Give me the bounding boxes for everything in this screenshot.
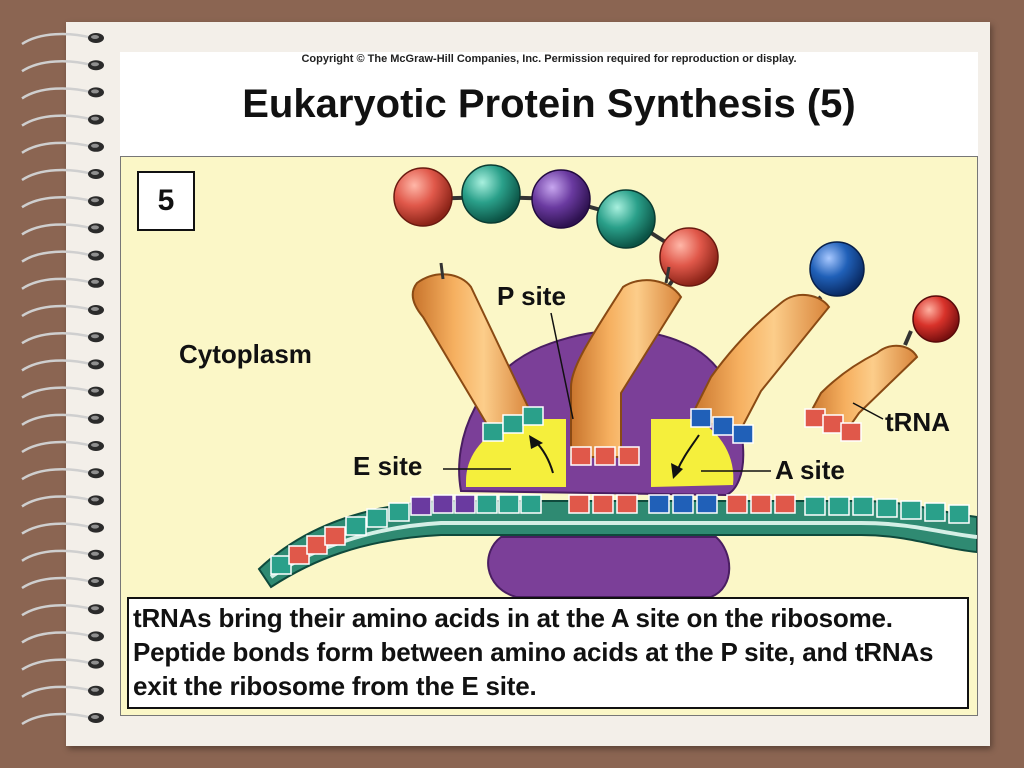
trna-label: tRNA: [885, 407, 950, 437]
diagram-caption: tRNAs bring their amino acids in at the …: [127, 597, 969, 709]
spiral-ring: [21, 359, 104, 372]
trna-anticodon-base: [618, 446, 640, 466]
amino-acid-teal-2: [596, 189, 656, 249]
amino-acid-red-1: [393, 167, 453, 227]
spiral-ring: [21, 277, 104, 290]
mrna-codon-base: [672, 494, 694, 514]
spiral-ring: [21, 685, 104, 698]
mrna-codon-base: [454, 494, 476, 514]
spiral-ring: [21, 413, 104, 426]
spiral-ring: [21, 304, 104, 318]
amino-acid-red-2: [659, 227, 719, 287]
mrna-codon-base: [520, 494, 542, 514]
diagram-panel: 5 Cytoplasm P site E site A site tRNA tR…: [120, 156, 978, 716]
ribosome-small-subunit: [487, 536, 731, 598]
trna-anticodon-base: [522, 406, 544, 426]
mrna-codon-base: [410, 496, 432, 516]
mrna-codon-base: [924, 502, 946, 522]
mrna-codon-base: [324, 526, 346, 546]
spiral-ring: [21, 87, 104, 100]
mrna-codon-base: [750, 494, 772, 514]
trna-anticodon-base: [594, 446, 616, 466]
spiral-ring: [21, 250, 104, 263]
spiral-ring: [21, 522, 104, 535]
mrna-codon-base: [696, 494, 718, 514]
mrna-codon-base: [388, 502, 410, 522]
mrna-codon-base: [568, 494, 590, 514]
mrna-codon-base: [852, 496, 874, 516]
spiral-ring: [21, 576, 104, 590]
trna-anticodon-base: [822, 414, 844, 434]
mrna-codon-base: [804, 496, 826, 516]
a-site-label: A site: [775, 455, 845, 485]
spiral-ring: [21, 549, 104, 562]
mrna-codon-base: [726, 494, 748, 514]
spiral-ring: [21, 631, 104, 644]
mrna-codon-base: [345, 516, 367, 536]
mrna-codon-base: [476, 494, 498, 514]
spiral-ring: [21, 712, 104, 726]
spiral-ring: [21, 114, 104, 127]
trna-anticodon-base: [482, 422, 504, 442]
trna-anticodon-base: [570, 446, 592, 466]
incoming-link-red: [903, 330, 913, 346]
spiral-ring: [21, 223, 104, 236]
spiral-ring: [21, 60, 104, 73]
spiral-ring: [21, 495, 104, 508]
protein-synthesis-illustration: [257, 164, 977, 598]
e-site-label: E site: [353, 451, 423, 481]
amino-acid-teal-1: [461, 164, 521, 224]
mrna-codon-base: [270, 555, 292, 575]
trna-anticodon-base: [712, 416, 734, 436]
spiral-ring: [21, 32, 104, 46]
trna-pointer: [852, 402, 884, 420]
spiral-ring: [21, 141, 104, 154]
spiral-ring: [21, 332, 104, 345]
amino-acid-purple-1: [531, 169, 591, 229]
p-site-pointer: [550, 312, 574, 420]
mrna-codon-base: [306, 535, 328, 555]
entry-arrowhead: [671, 463, 683, 479]
slide: Copyright © The McGraw-Hill Companies, I…: [120, 52, 978, 716]
copyright-notice: Copyright © The McGraw-Hill Companies, I…: [301, 53, 797, 65]
mrna-codon-base: [948, 504, 970, 524]
trna-anticodon-base: [502, 414, 524, 434]
trna-anticodon-base: [732, 424, 754, 444]
spiral-ring: [21, 658, 104, 671]
trna-anticodon-base: [690, 408, 712, 428]
mrna-codon-base: [288, 545, 310, 565]
trna-anticodon-base: [840, 422, 862, 442]
cytoplasm-label: Cytoplasm: [179, 339, 312, 369]
p-site-label: P site: [497, 281, 566, 311]
spiral-ring: [21, 440, 104, 454]
mrna-codon-base: [592, 494, 614, 514]
trna-anticodon-base: [804, 408, 826, 428]
spiral-ring: [21, 386, 104, 399]
step-number-box: 5: [137, 171, 195, 231]
spiral-ring: [21, 168, 104, 182]
spiral-ring: [21, 468, 104, 481]
exit-arrowhead: [529, 435, 543, 449]
mrna-codon-base: [900, 500, 922, 520]
mrna-codon-base: [616, 494, 638, 514]
mrna-codon-base: [366, 508, 388, 528]
spiral-ring: [21, 196, 104, 209]
mrna-codon-base: [876, 498, 898, 518]
mrna-codon-base: [774, 494, 796, 514]
mrna-codon-base: [648, 494, 670, 514]
mrna-codon-base: [498, 494, 520, 514]
slide-title: Eukaryotic Protein Synthesis (5): [242, 82, 856, 126]
spiral-ring: [21, 604, 104, 617]
amino-acid-blue: [809, 241, 865, 297]
mrna-codon-base: [828, 496, 850, 516]
trna-a-site: [689, 293, 831, 435]
mrna-codon-base: [432, 494, 454, 514]
spiral-binding: [21, 32, 104, 726]
a-site-pocket: [651, 419, 734, 487]
amino-acid-red-3: [912, 295, 960, 343]
